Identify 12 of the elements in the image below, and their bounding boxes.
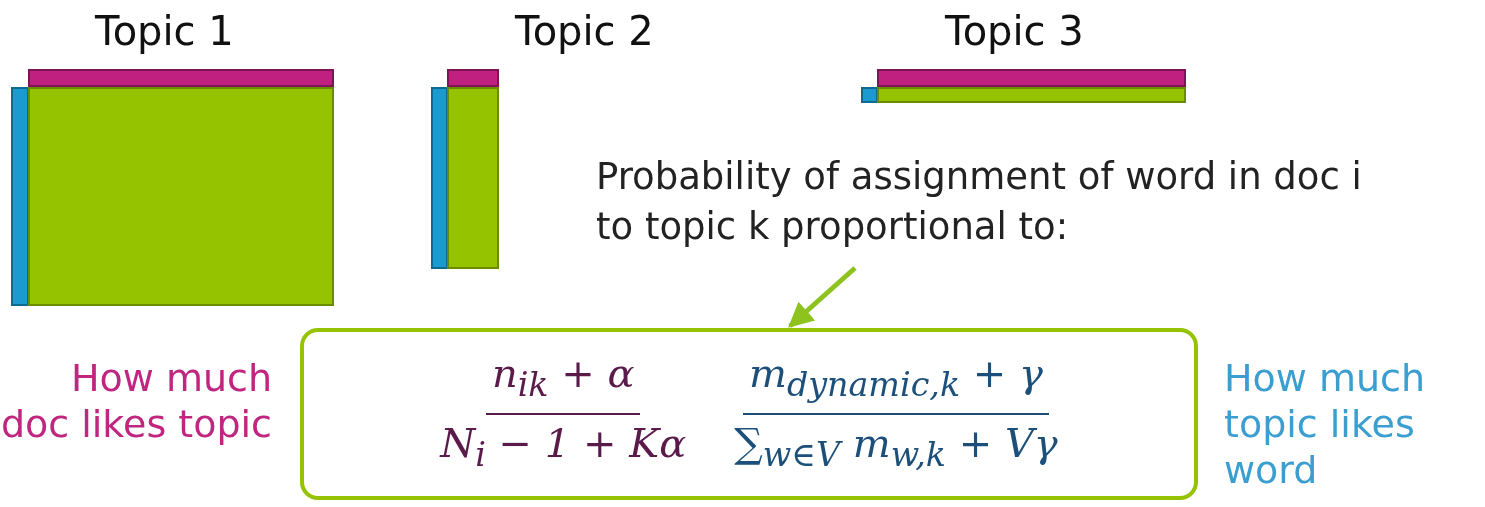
heading: Topic 3 bbox=[945, 8, 1085, 54]
fraction-denominator: N$_{i}$ − 1 + Kα bbox=[438, 419, 688, 476]
heading: Topic 2 bbox=[515, 8, 655, 54]
fraction-denominator: ∑$_{w∈V}$ m$_{w,k}$ + Vγ bbox=[733, 419, 1059, 476]
fraction-numerator: m$_{dynamic,k}$ + γ bbox=[742, 345, 1049, 415]
heading: Topic 1 bbox=[95, 8, 235, 54]
side-note: How much doc likes topic bbox=[0, 355, 272, 447]
arrow bbox=[788, 266, 857, 328]
formula-box bbox=[300, 328, 1198, 500]
side-note: How much topic likes word bbox=[1224, 355, 1427, 493]
fraction-numerator: n$_{ik}$ + α bbox=[485, 345, 641, 415]
description-text: Probability of assignment of word in doc i to topic k proportional to: bbox=[596, 152, 1396, 262]
